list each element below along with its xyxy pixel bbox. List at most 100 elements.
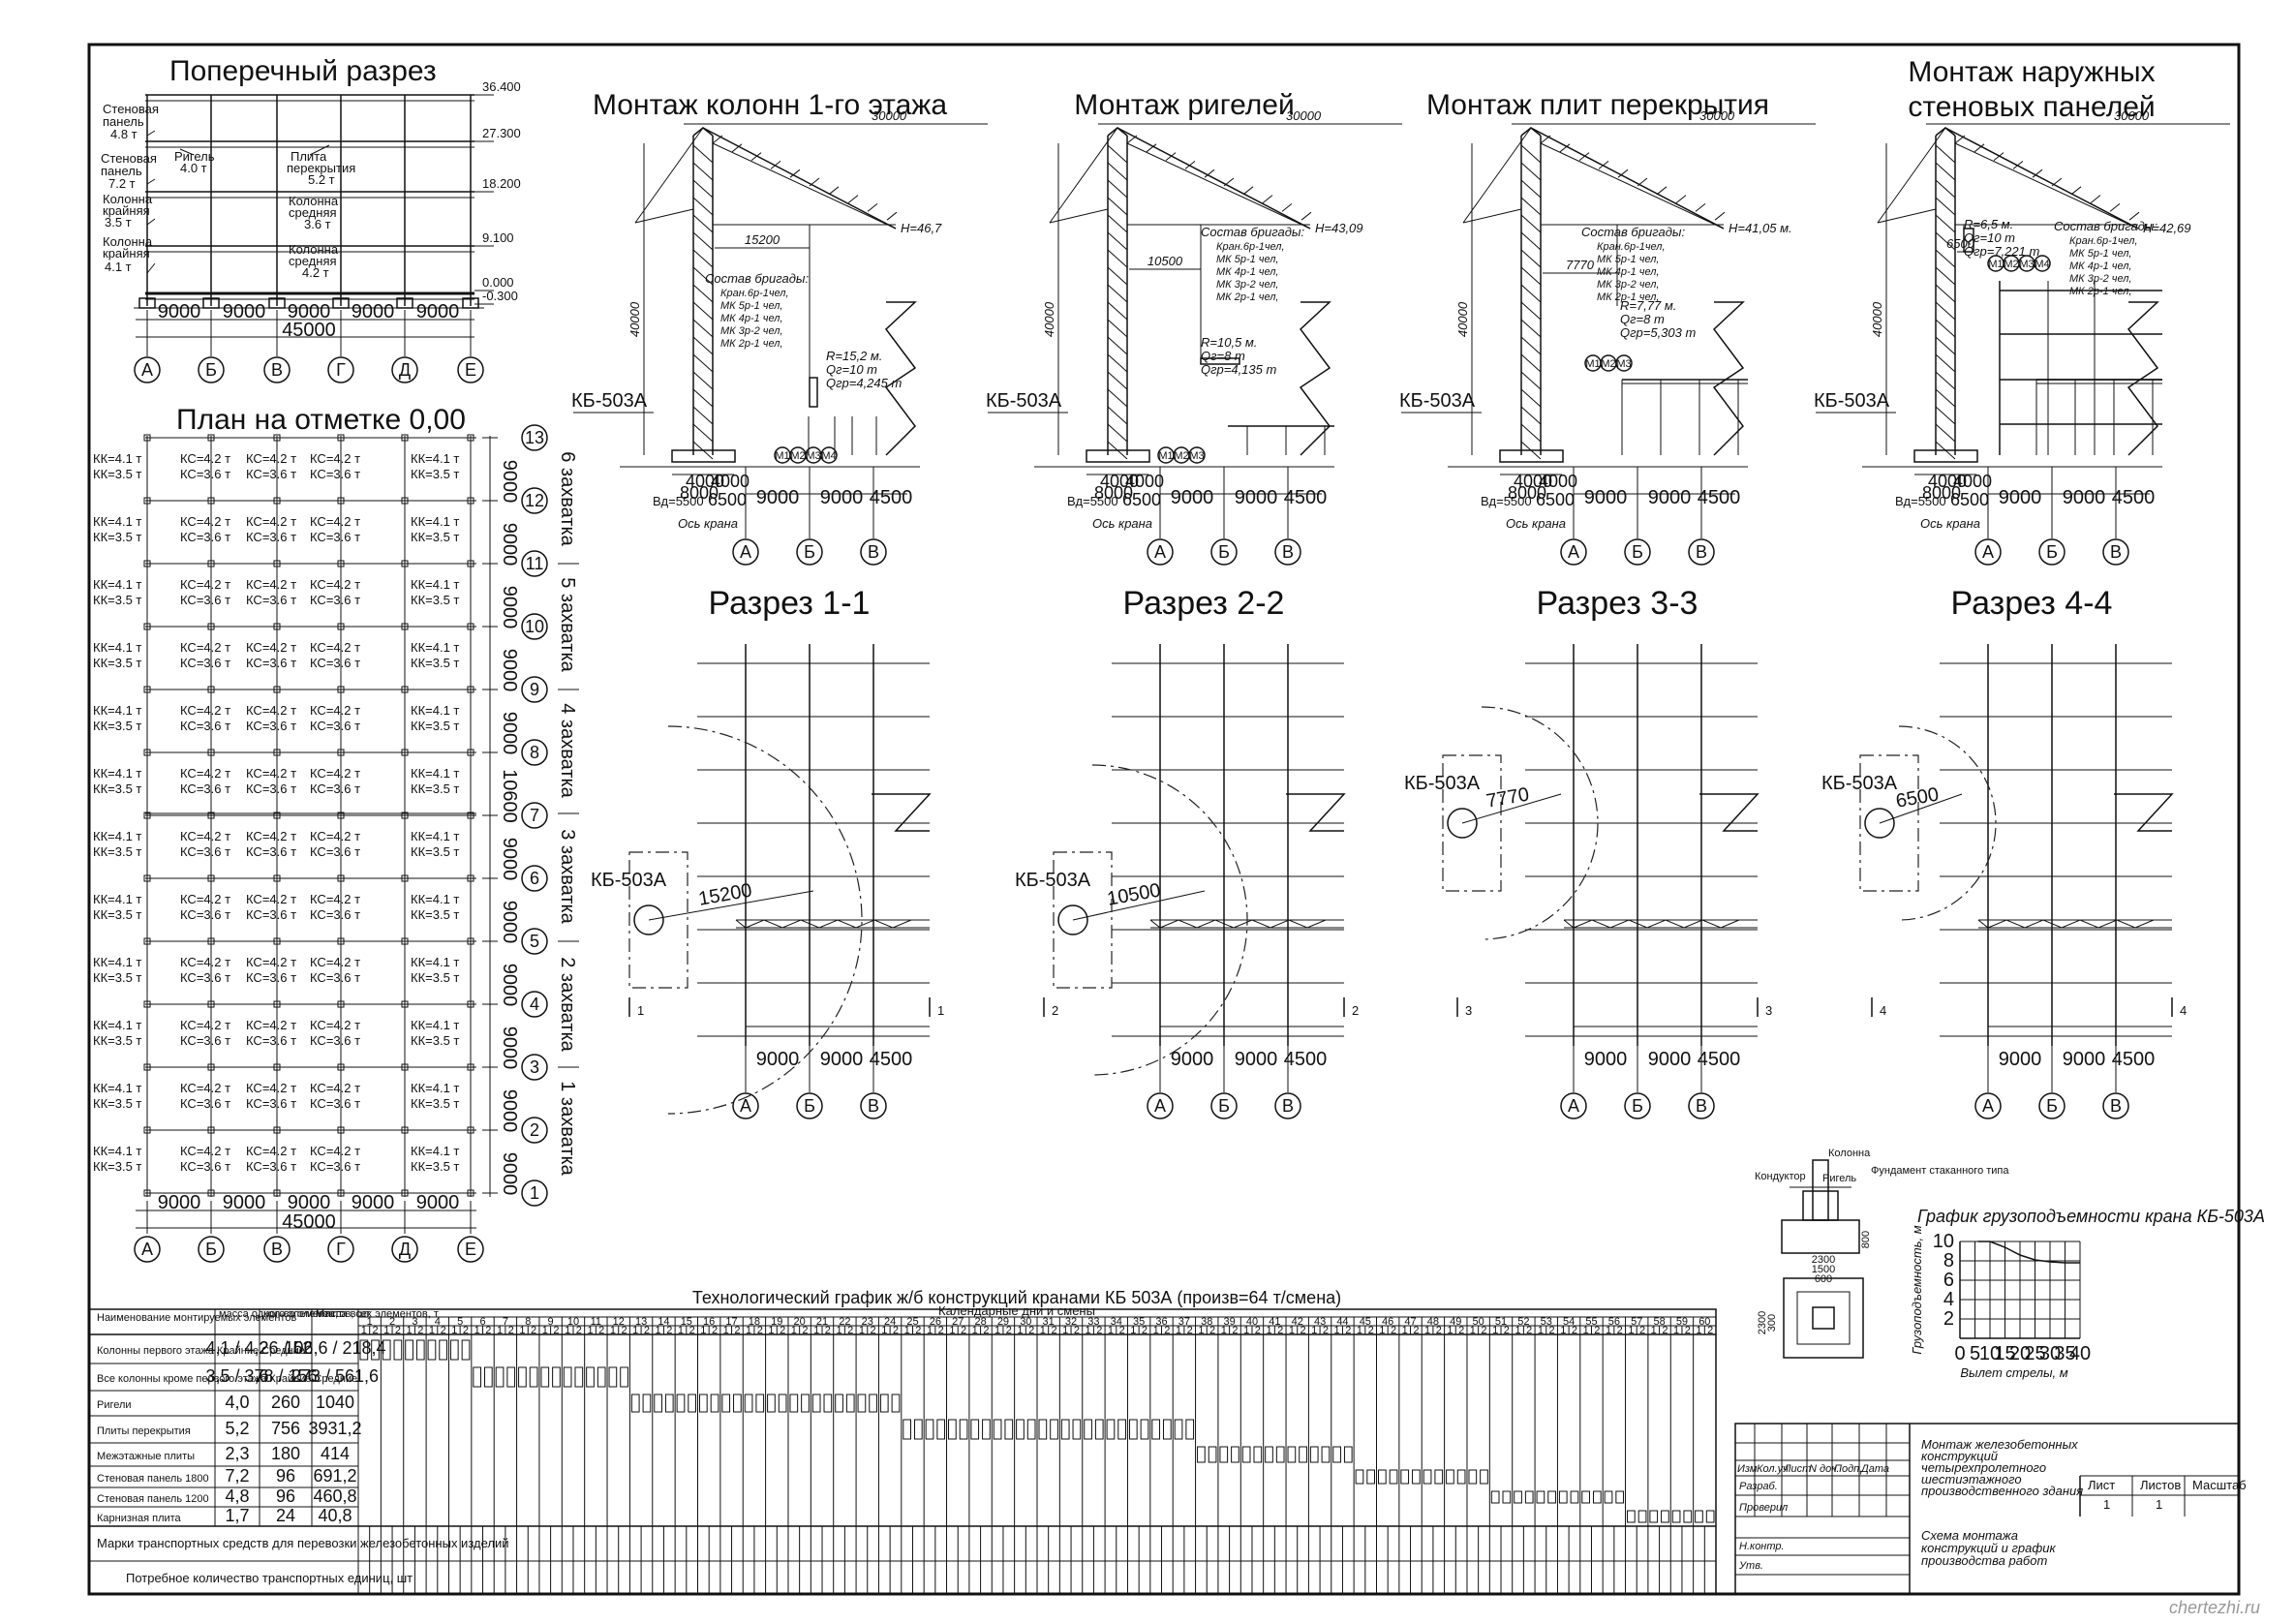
- day-number: 6: [479, 1316, 485, 1328]
- element-label: крайняя: [103, 246, 150, 260]
- column-mark: [337, 749, 345, 756]
- jib-lattice: [886, 211, 898, 221]
- tower-lattice: [1935, 214, 1956, 233]
- day-number: 52: [1517, 1316, 1529, 1328]
- column-mark: [207, 497, 215, 505]
- shift-1: 1: [700, 1325, 706, 1336]
- shift-2: 2: [1458, 1325, 1464, 1336]
- row-name: Колонны первого этажа Крайние Средние: [97, 1345, 305, 1357]
- day-number: 47: [1404, 1316, 1416, 1328]
- height-mark: H=46,7: [901, 221, 942, 235]
- column-mark: [467, 623, 474, 630]
- plan-cell-mass-1: КС=4.2 т: [246, 1081, 296, 1095]
- tower-lattice: [692, 179, 714, 199]
- axes-span-2: 9000: [2063, 487, 2106, 508]
- plan-cell-mass-1: КК=4.1 т: [93, 1018, 141, 1032]
- detail-dim: 2300: [1812, 1254, 1835, 1266]
- counter-jib: [1049, 208, 1109, 224]
- gantt-bar: [473, 1366, 482, 1388]
- axis-bubble: [1147, 538, 1174, 566]
- axis-bubble: [2102, 538, 2129, 566]
- shift-1: 1: [1108, 1325, 1114, 1336]
- chart-x-tick: 30: [2039, 1343, 2061, 1364]
- gantt-bar: [574, 1366, 584, 1388]
- column-mark: [467, 1063, 474, 1071]
- plan-cell-mass-1: КК=4.1 т: [411, 514, 459, 529]
- row-total: 414: [321, 1444, 350, 1463]
- shift-2: 2: [485, 1325, 491, 1336]
- plan-cell-mass-1: КС=4.2 т: [246, 766, 296, 781]
- day-number: 21: [816, 1316, 828, 1328]
- jib-lattice: [1617, 169, 1629, 178]
- column-mark: [207, 1189, 215, 1197]
- foundation-plan: [1783, 1277, 1864, 1359]
- axis-bubble-sec: [732, 1092, 759, 1119]
- axis-bubble-row: [521, 928, 548, 955]
- jib-upper: [702, 127, 897, 230]
- gantt-bar: [1524, 1490, 1534, 1504]
- plan-span-x: 9000: [416, 1192, 460, 1213]
- section-title: Разрез 2-2: [1123, 585, 1285, 622]
- shift-1: 1: [1673, 1325, 1679, 1336]
- gantt-bar: [721, 1394, 731, 1413]
- level-label: -0.300: [482, 289, 518, 303]
- sec-mark-right-label: 2: [1352, 1003, 1359, 1018]
- shift-2: 2: [780, 1325, 785, 1336]
- row-mass: 4,1 / 4,2: [205, 1338, 268, 1358]
- sec-span-2: 9000: [2063, 1049, 2106, 1070]
- plan-cell-mass-1: КК=4.1 т: [93, 451, 141, 466]
- sec-span-1: 9000: [756, 1049, 800, 1070]
- plan-span-dim: 9000: [499, 901, 520, 944]
- axis-bubble-col-label: Е: [465, 1240, 476, 1259]
- axis-bubble-sec: [2102, 1092, 2129, 1119]
- gantt-bar: [1241, 1446, 1251, 1463]
- gantt-bar: [1084, 1419, 1092, 1440]
- tower-lattice: [1520, 162, 1542, 181]
- shift-1: 1: [1357, 1325, 1362, 1336]
- sec-mark-right-label: 3: [1765, 1003, 1772, 1018]
- day-number: 40: [1246, 1316, 1258, 1328]
- jib-lattice: [2090, 195, 2101, 203]
- crane-label: КБ-503А: [571, 390, 648, 412]
- brigade-title: Состав бригады:: [2054, 219, 2157, 233]
- span-dim: 9000: [223, 301, 266, 322]
- sheet-hdr: Листов: [2140, 1478, 2181, 1492]
- section-title: Разрез 3-3: [1537, 585, 1698, 622]
- plan-cell-mass-1: КК=4.1 т: [93, 766, 141, 781]
- column-mark: [401, 623, 409, 630]
- tower-lattice: [1107, 197, 1128, 216]
- zahvatka-label: 4 захватка: [557, 703, 578, 798]
- gantt-bar: [654, 1394, 662, 1413]
- jib-lattice: [1204, 169, 1215, 178]
- gantt-bar: [506, 1366, 516, 1388]
- counter-jib: [634, 208, 694, 224]
- row-count: 756: [271, 1419, 300, 1438]
- plan-cell-mass-1: КС=4.2 т: [246, 577, 296, 592]
- shift-2: 2: [802, 1325, 808, 1336]
- sec-span-3: 4500: [1698, 1049, 1741, 1070]
- shift-2: 2: [1617, 1325, 1623, 1336]
- stamp-col-label: Изм: [1737, 1463, 1758, 1475]
- shift-2: 2: [1413, 1325, 1419, 1336]
- span-dim: 9000: [288, 301, 331, 322]
- axis-bubble-sec-label: Б: [1632, 1096, 1643, 1116]
- axis-bubble-row: [521, 676, 548, 703]
- crane-Q: Qг=8 т: [1201, 349, 1245, 363]
- axis-bubble-col: [457, 1236, 484, 1263]
- watermark: chertezhi.ru: [2169, 1598, 2260, 1617]
- plan-cell-mass-2: КС=3.6 т: [310, 844, 360, 859]
- shift-1: 1: [1515, 1325, 1520, 1336]
- column-mark: [207, 1126, 215, 1134]
- shift-1: 1: [1492, 1325, 1498, 1336]
- tower-lattice: [692, 231, 714, 251]
- crane-track-rect: [628, 851, 688, 989]
- crane-Q: Qг=8 т: [1620, 312, 1665, 326]
- shift-1: 1: [972, 1325, 978, 1336]
- tower-lattice: [1935, 266, 1956, 286]
- tower-lattice: [1935, 353, 1956, 373]
- axis-bubble-sec-label: А: [1982, 1096, 1994, 1116]
- plan-span-dim: 9000: [499, 460, 520, 504]
- day-number: 39: [1223, 1316, 1235, 1328]
- row-mass: 5,2: [225, 1419, 249, 1438]
- gantt-bar: [1072, 1419, 1082, 1440]
